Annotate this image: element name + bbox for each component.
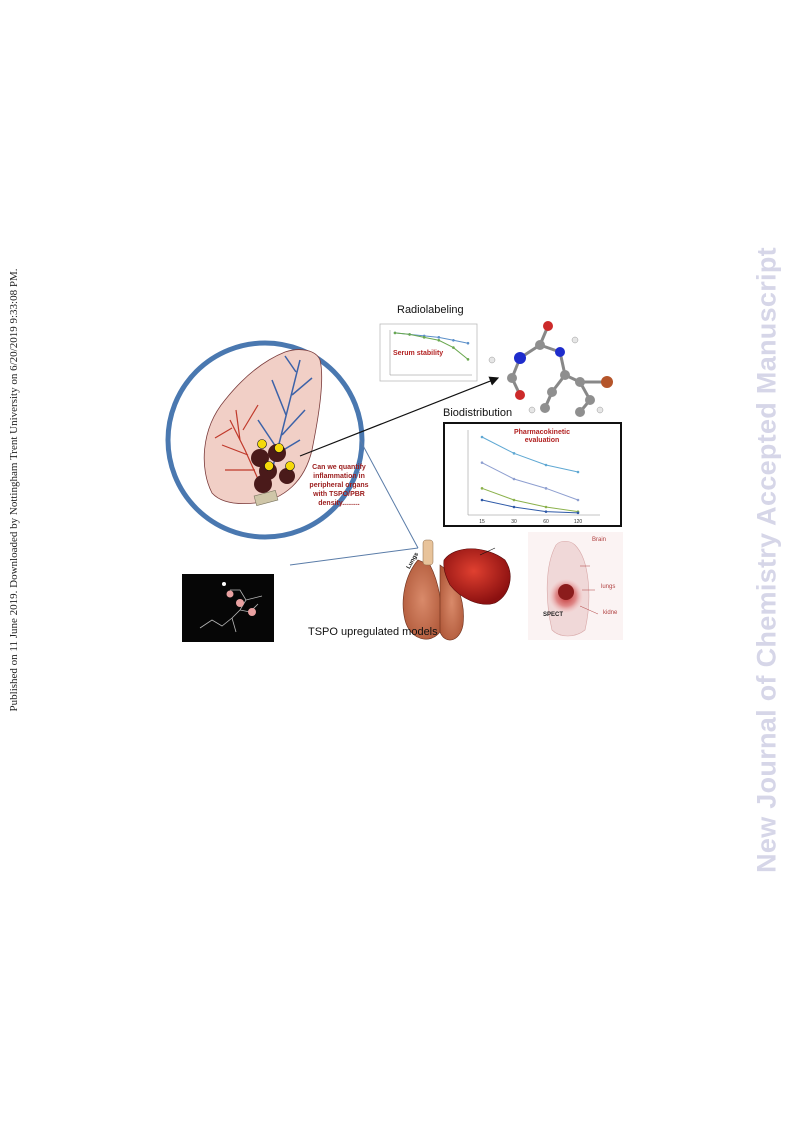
data-point-1-3 bbox=[576, 498, 580, 502]
pk-tick-label: 120 bbox=[574, 519, 583, 525]
serum-series-group bbox=[393, 331, 470, 361]
spect-rat-image bbox=[528, 532, 623, 640]
connector-arrow bbox=[299, 376, 500, 457]
pk-evaluation-label: Pharmacokinetic evaluation bbox=[513, 429, 571, 444]
data-point-1-2 bbox=[544, 487, 548, 490]
data-point-0-2 bbox=[544, 463, 548, 467]
pk-x-ticks: 15 30 60 120 bbox=[479, 519, 582, 525]
pk-series-group bbox=[480, 435, 580, 515]
spect-kidney-label: kidne bbox=[603, 610, 618, 616]
data-point-0-4 bbox=[452, 338, 455, 342]
data-point-3-0 bbox=[480, 498, 484, 502]
pk-tick-label: 60 bbox=[543, 519, 549, 525]
tspo-models-label: TSPO upregulated models bbox=[308, 626, 438, 638]
data-point-1-1 bbox=[408, 333, 411, 336]
data-point-1-3 bbox=[437, 338, 441, 342]
data-point-0-5 bbox=[466, 341, 470, 345]
zoom-line-bottom bbox=[289, 547, 419, 566]
dark-molecule-render bbox=[182, 574, 274, 642]
question-text: Can we quantify inflammation in peripher… bbox=[309, 464, 369, 507]
series-line-1 bbox=[394, 332, 469, 360]
data-point-2-1 bbox=[512, 498, 516, 502]
spect-lungs-label: lungs bbox=[601, 584, 616, 590]
series-line-2 bbox=[481, 487, 579, 513]
spect-label: SPECT bbox=[543, 612, 564, 618]
lung-inflammation-circle bbox=[165, 340, 365, 540]
data-point-2-2 bbox=[544, 505, 548, 509]
data-point-3-3 bbox=[576, 511, 580, 515]
data-point-0-3 bbox=[437, 336, 441, 339]
data-point-0-3 bbox=[576, 470, 580, 474]
biodistribution-label: Biodistribution bbox=[443, 407, 513, 419]
series-line-3 bbox=[481, 499, 579, 514]
pk-tick-label: 30 bbox=[511, 519, 517, 525]
series-line-0 bbox=[481, 436, 579, 473]
data-point-1-5 bbox=[466, 358, 470, 361]
series-line-1 bbox=[481, 462, 579, 501]
pharmacokinetic-chart: 15 30 60 120 bbox=[443, 422, 622, 527]
lungs-illustration bbox=[402, 539, 511, 641]
data-point-1-0 bbox=[393, 331, 397, 335]
zoom-line-top bbox=[359, 439, 419, 549]
spect-brain-label: Brain bbox=[592, 537, 607, 543]
data-point-1-1 bbox=[512, 477, 516, 481]
data-point-3-1 bbox=[512, 505, 516, 509]
data-point-3-2 bbox=[544, 510, 548, 513]
pk-tick-label: 15 bbox=[479, 519, 485, 525]
radiolabeling-label: Radiolabeling bbox=[397, 304, 464, 316]
serum-stability-label: Serum stability bbox=[393, 350, 444, 357]
data-point-0-0 bbox=[480, 435, 484, 439]
data-point-1-2 bbox=[422, 336, 426, 339]
data-point-2-0 bbox=[480, 487, 484, 490]
data-point-1-0 bbox=[480, 461, 484, 464]
data-point-1-4 bbox=[452, 346, 455, 349]
serum-stability-chart bbox=[379, 323, 478, 382]
data-point-0-1 bbox=[512, 452, 516, 455]
molecule-structure bbox=[488, 321, 613, 417]
